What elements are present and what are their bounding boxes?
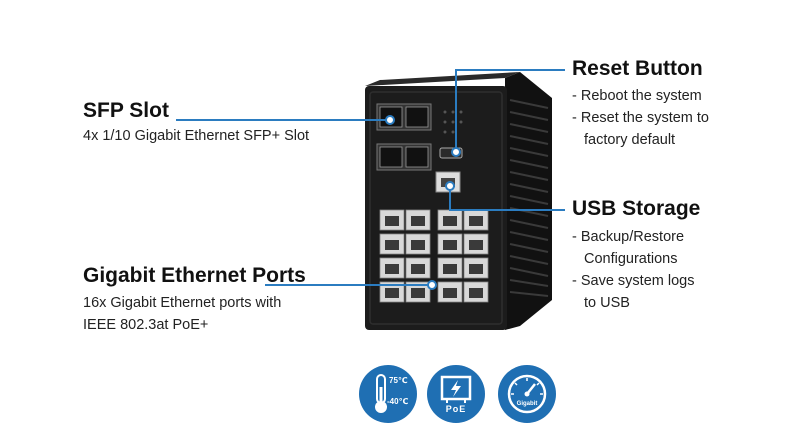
- thermometer-icon: 75℃ -40℃: [359, 365, 417, 423]
- ethernet-callout-dot: [427, 280, 437, 290]
- speedometer-icon: Gigabit: [498, 365, 556, 423]
- usb-line1: - Backup/Restore: [572, 229, 685, 245]
- reset-line1: - Reboot the system: [572, 88, 702, 104]
- usb-callout-dot: [445, 181, 455, 191]
- usb-callout-line: [449, 188, 565, 211]
- ethernet-description-line2: IEEE 802.3at PoE+: [83, 317, 209, 333]
- usb-line4: to USB: [584, 295, 630, 311]
- heatsink-fins: [505, 72, 552, 330]
- ethernet-description-line1: 16x Gigabit Ethernet ports with: [83, 295, 282, 311]
- usb-line3: - Save system logs: [572, 273, 695, 289]
- device-top: [365, 72, 520, 86]
- callout-lines: [176, 69, 565, 286]
- reset-callout-dot: [451, 147, 461, 157]
- usb-line2: Configurations: [584, 251, 678, 267]
- sfp-title: SFP Slot: [83, 99, 169, 122]
- ethernet-title: Gigabit Ethernet Ports: [83, 264, 306, 287]
- usb-title: USB Storage: [572, 197, 701, 220]
- temp-high-label: 75℃: [389, 376, 408, 385]
- speed-label: Gigabit: [516, 401, 538, 407]
- poe-label: PoE: [445, 404, 467, 414]
- reset-callout-line: [455, 69, 565, 148]
- reset-line2: - Reset the system to: [572, 110, 709, 126]
- temp-low-label: -40℃: [387, 397, 409, 406]
- reset-line3: factory default: [584, 132, 676, 148]
- status-leds: [443, 110, 463, 134]
- sfp-description: 4x 1/10 Gigabit Ethernet SFP+ Slot: [83, 128, 310, 144]
- poe-icon: PoE: [427, 365, 485, 423]
- reset-title: Reset Button: [572, 57, 703, 80]
- sfp-callout-dot: [385, 115, 395, 125]
